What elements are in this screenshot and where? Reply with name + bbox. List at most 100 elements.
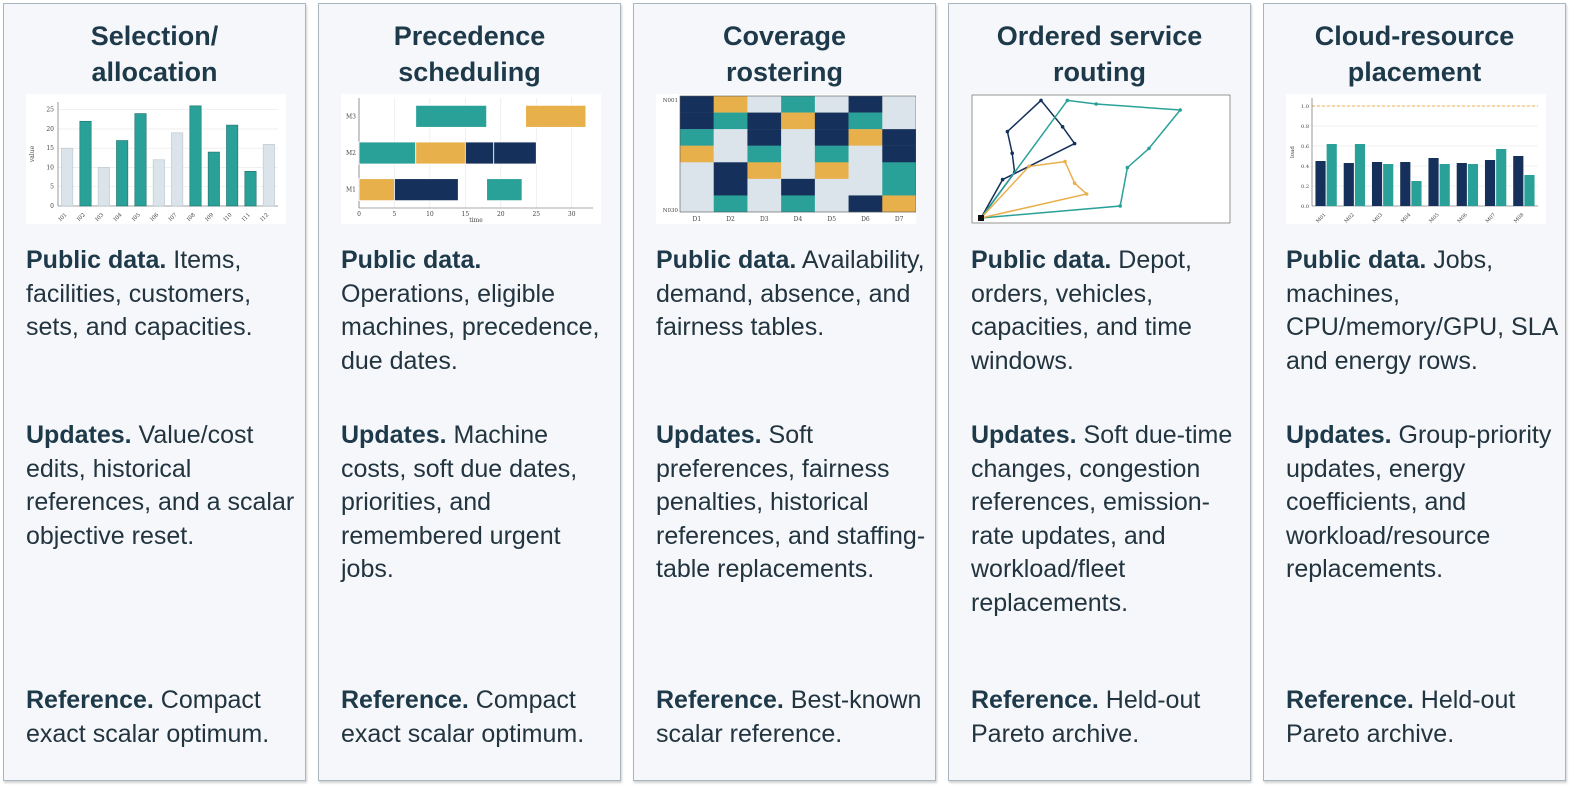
updates-text: Updates. Soft due-time changes, congesti… [971, 419, 1242, 620]
x-axis-label: time [469, 217, 483, 224]
bar [152, 159, 165, 207]
heatmap-cell [882, 195, 916, 213]
heatmap-cell [781, 96, 816, 113]
gantt-task [358, 178, 395, 202]
route-line [980, 99, 1182, 219]
bar [1484, 160, 1496, 206]
route-stop [1060, 125, 1065, 129]
x-tick-label: M03 [1372, 212, 1384, 224]
reference-text: Reference. Best-known scalar reference. [656, 684, 927, 751]
reference-body: Compact exact scalar optimum. [341, 686, 585, 748]
reference-text: Reference. Held-out Pareto archive. [1286, 684, 1557, 751]
bar [1315, 161, 1326, 206]
bar [1513, 156, 1524, 206]
heatmap-cell [713, 145, 748, 163]
reference-text: Reference. Compact exact scalar optimum. [26, 684, 297, 751]
figure-routing-map [971, 94, 1231, 224]
bar [134, 113, 147, 207]
heatmap-cell [747, 178, 782, 196]
updates-body: Value/cost edits, historical references,… [26, 421, 295, 550]
x-tick-label: 25 [532, 211, 540, 218]
y-tick-label: 25 [46, 107, 54, 114]
updates-text: Updates. Soft preferences, fairness pena… [656, 419, 927, 587]
heatmap-cell [848, 129, 883, 146]
bar [1411, 181, 1422, 206]
updates-body: Machine costs, soft due dates, prioritie… [341, 421, 578, 583]
public-data-label: Public data. [1286, 246, 1427, 274]
x-tick-label: I03 [95, 212, 106, 223]
gantt-task [525, 104, 587, 128]
heatmap-cell [680, 145, 714, 163]
x-tick-label: I08 [186, 212, 197, 223]
machine-label: M1 [346, 187, 356, 194]
card-title: Precedence scheduling [393, 21, 546, 87]
heatmap-cell [747, 145, 782, 163]
public-data-text: Public data. Jobs, machines, CPU/memory/… [1286, 244, 1557, 378]
route-stop [1005, 129, 1010, 134]
gantt-task [358, 141, 417, 165]
heatmap-cell [781, 129, 816, 146]
updates-label: Updates. [341, 421, 447, 449]
route-stop [1065, 98, 1070, 103]
heatmap-cell [713, 195, 748, 213]
heatmap-cell [814, 96, 849, 113]
depot-marker [978, 215, 984, 221]
public-data-text: Public data. Availability, demand, absen… [656, 244, 927, 345]
bar [1354, 144, 1366, 206]
public-data-body: Jobs, machines, CPU/memory/GPU, SLA and … [1286, 246, 1557, 375]
gantt-task [464, 141, 495, 165]
bar [97, 167, 110, 207]
reference-text: Reference. Compact exact scalar optimum. [341, 684, 612, 751]
x-tick-label: I05 [131, 212, 142, 223]
updates-text: Updates. Group-priority updates, energy … [1286, 419, 1557, 587]
bar [1524, 175, 1535, 206]
heatmap-cell [680, 129, 714, 146]
heatmap-cell [680, 96, 714, 113]
row-label-top: N001 [663, 98, 678, 104]
y-axis-label: value [29, 145, 36, 163]
bar [226, 124, 239, 207]
route-stop [1000, 177, 1005, 182]
route-stop [1010, 151, 1014, 155]
y-tick-label: 15 [46, 145, 54, 152]
heatmap-cell [781, 195, 816, 213]
route-stop [1063, 159, 1067, 164]
machine-label: M2 [346, 150, 356, 157]
heatmap-cell [882, 178, 916, 196]
heatmap-cell [781, 112, 816, 130]
heatmap-frame [679, 95, 916, 213]
x-tick-label: 10 [426, 211, 434, 218]
x-tick-label: I02 [76, 212, 87, 223]
bar [171, 132, 184, 207]
bar [262, 144, 275, 207]
heatmap-cell [814, 195, 849, 213]
column-label: D3 [760, 216, 769, 223]
updates-label: Updates. [26, 421, 132, 449]
route-stop [1084, 192, 1089, 196]
x-tick-label: I07 [168, 212, 179, 223]
x-tick-label: I12 [260, 212, 271, 223]
public-data-text: Public data. Depot, orders, vehicles, ca… [971, 244, 1242, 378]
plot-frame [971, 94, 1231, 224]
reference-body: Best-known scalar reference. [656, 686, 922, 748]
route-line [980, 160, 1089, 219]
bar [1428, 158, 1439, 206]
x-tick-label: I04 [113, 212, 124, 223]
x-tick-label: 20 [497, 211, 505, 218]
gantt-task [394, 178, 459, 202]
public-data-body: Items, facilities, customers, sets, and … [26, 246, 253, 341]
gantt-task [493, 141, 537, 165]
x-tick-label: M02 [1343, 212, 1355, 224]
card-title: Ordered service routing [996, 21, 1203, 87]
heatmap-cell [882, 112, 916, 130]
card-ordered-service-routing: Ordered service routing Public data. Dep… [948, 3, 1251, 781]
y-tick-label: 0.8 [1301, 124, 1309, 130]
